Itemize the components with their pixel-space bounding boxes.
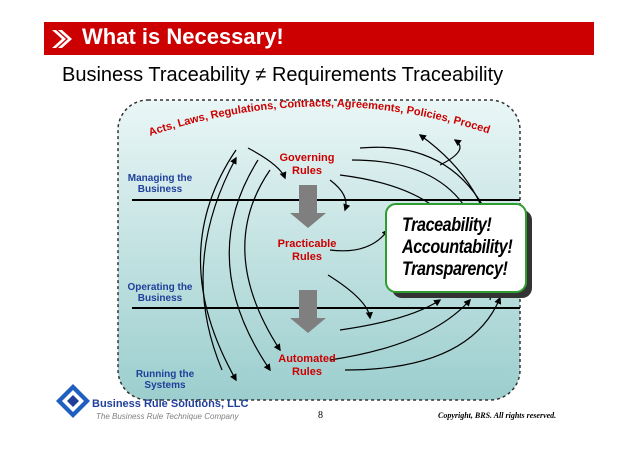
svg-text:Operating the: Operating the	[127, 282, 192, 293]
svg-text:Rules: Rules	[292, 366, 322, 378]
callout-box	[385, 203, 527, 293]
callout-line-transparency: Transparency!	[402, 259, 508, 280]
svg-text:Running the: Running the	[136, 369, 195, 380]
left-label-running: Running the Systems	[136, 369, 195, 391]
slide-title: What is Necessary!	[82, 24, 284, 49]
company-name: Business Rule Solutions, LLC	[92, 398, 249, 410]
down-arrow-2	[290, 290, 326, 333]
svg-text:Business: Business	[138, 293, 183, 304]
diagram-panel	[117, 99, 521, 401]
callout-line-accountability: Accountability!	[402, 237, 513, 258]
page-number: 8	[318, 410, 323, 421]
slide-subtitle: Business Traceability ≠ Requirements Tra…	[62, 64, 504, 86]
svg-text:Managing the: Managing the	[128, 173, 193, 184]
center-label-automated: Automated Rules	[278, 353, 335, 378]
callout-text: Traceability! Accountability! Transparen…	[402, 215, 513, 281]
center-label-practicable: Practicable Rules	[278, 238, 337, 263]
copyright-notice: Copyright, BRS. All rights reserved.	[438, 411, 557, 420]
left-arrows	[200, 147, 287, 382]
center-label-governing: Governing Rules	[279, 152, 334, 177]
callout-line-traceability: Traceability!	[402, 215, 492, 236]
svg-text:Practicable: Practicable	[278, 238, 337, 250]
svg-text:Automated: Automated	[278, 353, 335, 365]
company-tagline: The Business Rule Technique Company	[96, 412, 239, 421]
left-label-operating: Operating the Business	[127, 282, 192, 304]
svg-text:Rules: Rules	[292, 165, 322, 177]
svg-text:Business: Business	[138, 184, 183, 195]
down-arrow-1	[290, 185, 326, 228]
header-bar	[44, 22, 594, 55]
svg-text:Systems: Systems	[144, 380, 186, 391]
svg-text:Governing: Governing	[279, 152, 334, 164]
svg-text:Rules: Rules	[292, 251, 322, 263]
brs-logo-icon	[56, 384, 90, 418]
diamond-arrow-icon	[52, 30, 72, 48]
left-label-managing: Managing the Business	[128, 173, 193, 195]
